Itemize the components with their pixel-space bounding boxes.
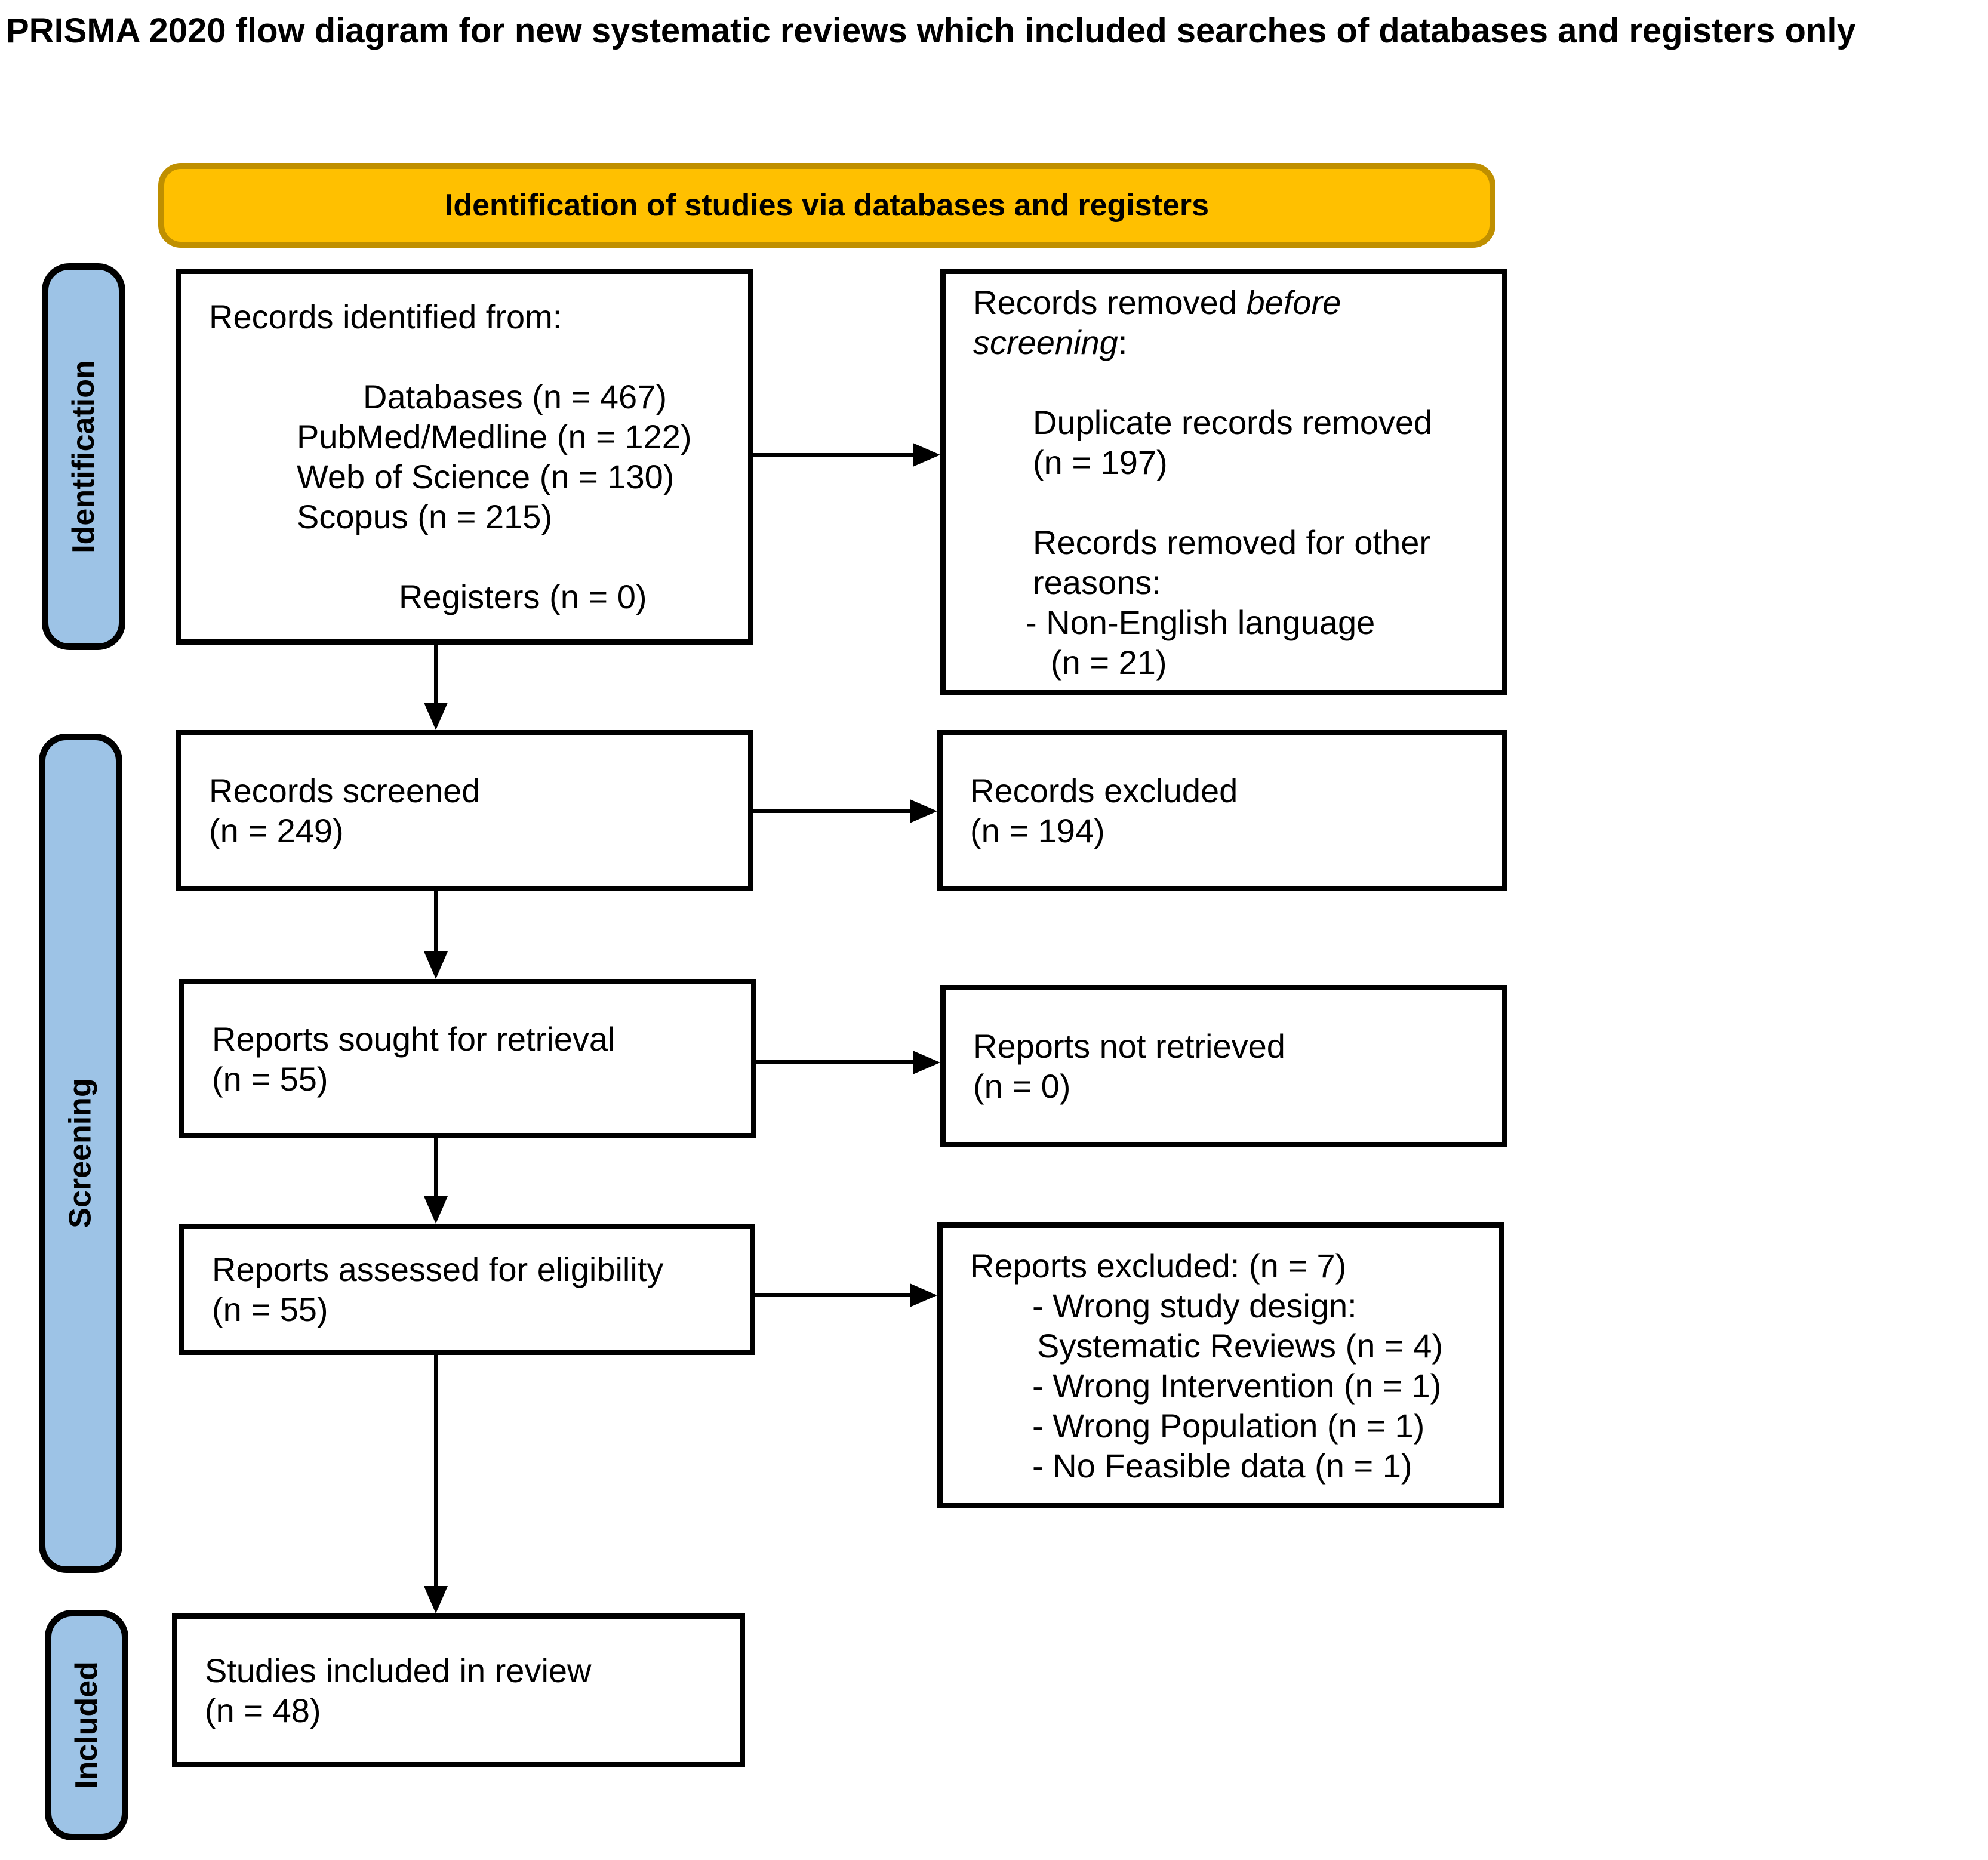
studies-included-text: Studies included in review(n = 48) <box>205 1651 592 1729</box>
arrow-identified-to-screened-head <box>424 703 448 730</box>
arrow-identified-to-removed-line <box>753 453 914 457</box>
arrow-sought-to-assessed-line <box>434 1138 438 1199</box>
stage-included: Included <box>45 1610 128 1840</box>
arrow-assessed-to-excluded-head <box>910 1283 937 1307</box>
banner-label: Identification of studies via databases … <box>444 188 1210 223</box>
arrow-identified-to-screened-line <box>434 645 438 705</box>
arrow-screened-to-excluded-line <box>753 809 911 813</box>
stage-included-label: Included <box>69 1661 104 1789</box>
arrow-sought-to-not-retrieved-line <box>756 1060 914 1064</box>
arrow-assessed-to-included-line <box>434 1355 438 1588</box>
flow-box-reports-sought: Reports sought for retrieval(n = 55) <box>179 979 756 1138</box>
arrow-assessed-to-included-head <box>424 1586 448 1613</box>
arrow-screened-to-excluded-head <box>910 799 937 823</box>
arrow-sought-to-assessed-head <box>424 1196 448 1224</box>
reports-assessed-text: Reports assessed for eligibility(n = 55) <box>212 1251 664 1328</box>
records-screened-text: Records screened(n = 249) <box>209 772 481 849</box>
banner: Identification of studies via databases … <box>158 163 1495 248</box>
stage-identification: Identification <box>42 263 125 650</box>
stage-screening-label: Screening <box>63 1078 99 1228</box>
reports-not-retrieved-text: Reports not retrieved(n = 0) <box>973 1027 1285 1105</box>
arrow-sought-to-not-retrieved-head <box>913 1051 940 1074</box>
arrow-screened-to-sought-head <box>424 951 448 979</box>
flow-box-reports-excluded: Reports excluded: (n = 7)- Wrong study d… <box>937 1222 1504 1508</box>
arrow-assessed-to-excluded-line <box>755 1293 911 1297</box>
flow-box-studies-included: Studies included in review(n = 48) <box>172 1613 745 1767</box>
stage-screening: Screening <box>39 734 122 1573</box>
flow-box-reports-assessed: Reports assessed for eligibility(n = 55) <box>179 1224 755 1355</box>
stage-identification-label: Identification <box>66 360 101 553</box>
reports-excluded-text: Reports excluded: (n = 7)- Wrong study d… <box>970 1246 1443 1485</box>
reports-sought-text: Reports sought for retrieval(n = 55) <box>212 1020 616 1098</box>
page-title: PRISMA 2020 flow diagram for new systema… <box>6 11 1856 50</box>
flow-box-records-screened: Records screened(n = 249) <box>176 730 753 891</box>
records-excluded-text: Records excluded(n = 194) <box>970 772 1238 849</box>
flow-box-reports-not-retrieved: Reports not retrieved(n = 0) <box>940 985 1507 1147</box>
flow-box-records-excluded: Records excluded(n = 194) <box>937 730 1507 891</box>
arrow-identified-to-removed-head <box>913 443 940 467</box>
records-identified-text: Records identified from: Databases (n = … <box>209 298 692 615</box>
arrow-screened-to-sought-line <box>434 891 438 954</box>
flow-box-records-identified: Records identified from: Databases (n = … <box>176 269 753 645</box>
